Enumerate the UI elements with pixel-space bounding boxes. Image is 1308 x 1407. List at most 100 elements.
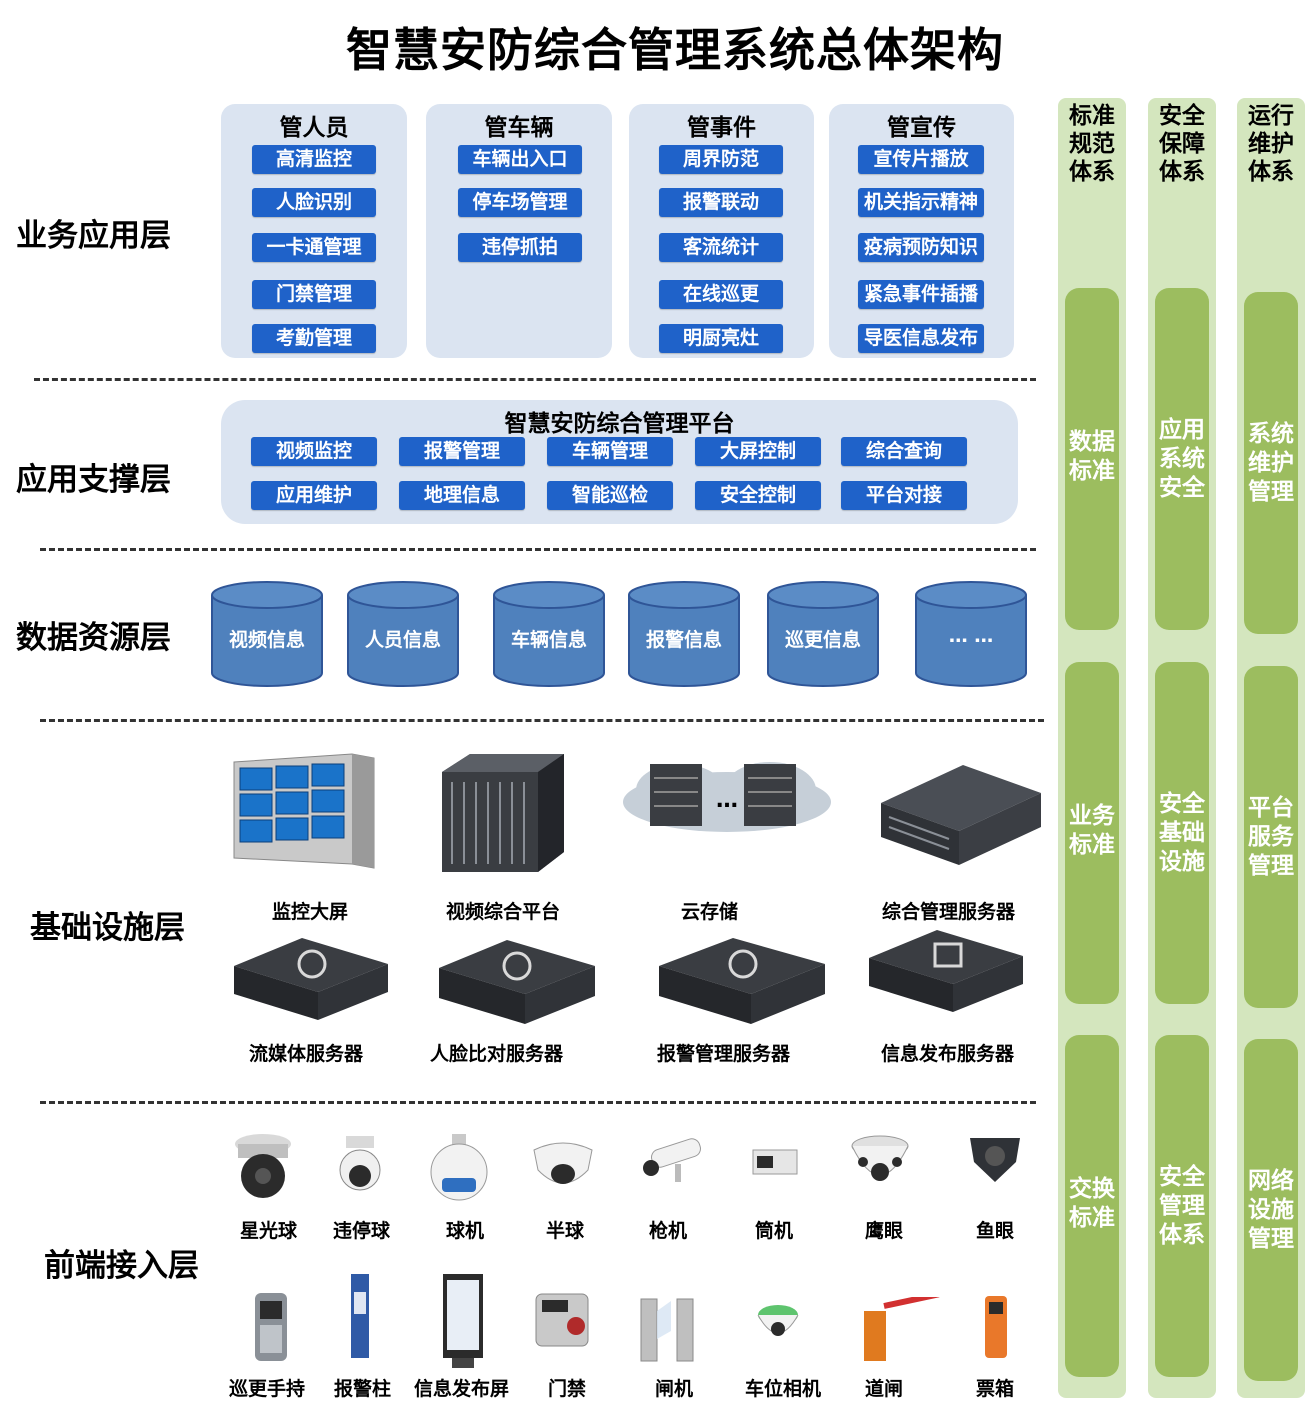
platform-chip: 大屏控制 [695, 437, 821, 466]
feature-chip: 在线巡更 [659, 280, 783, 309]
layer-label-data: 数据资源层 [16, 620, 171, 656]
feature-chip: 客流统计 [659, 233, 783, 262]
device-label: 报警管理服务器 [657, 1043, 791, 1065]
panoramic-eagle-eye-icon [851, 1135, 909, 1181]
device-label: 违停球 [333, 1220, 391, 1242]
feature-chip: 机关指示精神 [858, 188, 984, 217]
feature-chip: 考勤管理 [252, 324, 376, 353]
device-label: 信息发布屏 [414, 1378, 510, 1400]
business-group-vehicles: 管车辆 车辆出入口 停车场管理 违停抓拍 [426, 104, 612, 358]
segment-line: 标准 [1069, 458, 1115, 484]
business-group-events: 管事件 周界防范 报警联动 客流统计 在线巡更 明厨亮灶 [629, 104, 814, 358]
device-label: 门禁 [548, 1378, 587, 1400]
segment-line: 应用 [1159, 417, 1205, 443]
parking-violation-dome-icon [339, 1136, 381, 1191]
segment-line: 网络 [1248, 1168, 1294, 1194]
segment-line: 交换 [1069, 1176, 1115, 1202]
device-label: 枪机 [649, 1220, 688, 1242]
feature-chip: 车辆出入口 [458, 145, 582, 174]
column-segment: 业务 标准 [1065, 662, 1119, 1004]
feature-chip: 违停抓拍 [458, 233, 582, 262]
column-head-line: 安全 [1159, 103, 1205, 129]
column-head-line: 体系 [1159, 159, 1205, 185]
feature-chip: 高清监控 [252, 145, 376, 174]
starlight-dome-camera-icon [235, 1134, 291, 1198]
column-segment: 应用 系统 安全 [1155, 288, 1209, 630]
platform-chip: 智能巡检 [547, 481, 673, 510]
database-label: … … [948, 625, 994, 647]
face-server-icon [439, 940, 595, 1024]
segment-line: 安全 [1159, 1164, 1205, 1190]
device-label: 巡更手持 [229, 1378, 306, 1400]
segment-line: 安全 [1159, 475, 1205, 501]
page-title: 智慧安防综合管理系统总体架构 [346, 23, 1004, 77]
feature-chip: 疫病预防知识 [858, 233, 984, 262]
platform-chip: 综合查询 [841, 437, 967, 466]
feature-chip: 导医信息发布 [858, 324, 984, 353]
group-title: 管车辆 [484, 115, 554, 141]
platform-chip: 报警管理 [399, 437, 525, 466]
segment-line: 数据 [1069, 429, 1115, 455]
segment-line: 服务 [1248, 824, 1294, 850]
column-segment: 网络 设施 管理 [1244, 1039, 1298, 1381]
segment-line: 体系 [1159, 1222, 1205, 1248]
column-head-line: 体系 [1248, 159, 1294, 185]
group-title: 管宣传 [887, 115, 956, 141]
barrier-gate-icon [864, 1297, 940, 1361]
mini-dome-camera-icon [533, 1142, 593, 1184]
segment-line: 基础 [1159, 820, 1205, 846]
database-cylinder: 巡更信息 [767, 581, 879, 687]
column-segment: 安全 基础 设施 [1155, 662, 1209, 1004]
column-segment: 数据 标准 [1065, 288, 1119, 630]
platform-chip: 地理信息 [399, 481, 525, 510]
feature-chip: 宣传片播放 [858, 145, 984, 174]
separator [40, 548, 1036, 551]
feature-chip: 报警联动 [659, 188, 783, 217]
feature-chip: 明厨亮灶 [659, 324, 783, 353]
segment-line: 管理 [1248, 479, 1294, 505]
column-head-line: 标准 [1069, 103, 1115, 129]
alarm-pillar-icon [351, 1274, 369, 1358]
feature-chip: 一卡通管理 [252, 233, 376, 262]
column-head: 安全 保障 体系 [1148, 102, 1216, 186]
segment-line: 标准 [1069, 1205, 1115, 1231]
device-label: 云存储 [681, 901, 739, 923]
cloud-ellipsis: … [716, 788, 738, 813]
platform-title: 智慧安防综合管理平台 [504, 411, 735, 437]
device-label: 鹰眼 [865, 1220, 904, 1242]
ticket-box-icon [985, 1296, 1007, 1358]
segment-line: 系统 [1159, 446, 1205, 472]
platform-chip: 车辆管理 [547, 437, 673, 466]
feature-chip: 停车场管理 [458, 188, 582, 217]
segment-line: 管理 [1248, 1226, 1294, 1252]
column-segment: 安全 管理 体系 [1155, 1035, 1209, 1377]
column-head-line: 运行 [1248, 103, 1294, 129]
bullet-camera-icon [643, 1138, 701, 1182]
device-label: 综合管理服务器 [882, 901, 1016, 923]
device-label: 信息发布服务器 [881, 1043, 1015, 1065]
segment-line: 设施 [1248, 1197, 1294, 1223]
layer-label-infra: 基础设施层 [30, 910, 185, 946]
device-label: 道闸 [865, 1378, 904, 1400]
separator [34, 378, 1036, 381]
segment-line: 业务 [1069, 803, 1115, 829]
database-cylinder: … … [915, 581, 1027, 687]
device-label: 鱼眼 [976, 1220, 1015, 1242]
segment-line: 平台 [1248, 795, 1294, 821]
device-label: 星光球 [240, 1220, 298, 1242]
video-platform-icon [442, 754, 564, 872]
platform-chip: 平台对接 [841, 481, 967, 510]
database-cylinder: 车辆信息 [493, 581, 605, 687]
segment-line: 系统 [1248, 421, 1294, 447]
column-head-line: 体系 [1069, 159, 1115, 185]
column-segment: 平台 服务 管理 [1244, 666, 1298, 1008]
platform-panel: 智慧安防综合管理平台 视频监控 报警管理 车辆管理 大屏控制 综合查询 应用维护… [221, 400, 1018, 524]
cloud-storage-icon [623, 762, 831, 832]
column-segment: 交换 标准 [1065, 1035, 1119, 1377]
column-head: 运行 维护 体系 [1237, 102, 1305, 186]
device-label: 车位相机 [745, 1378, 822, 1400]
device-label: 闸机 [655, 1378, 694, 1400]
layer-label-support: 应用支撑层 [16, 462, 171, 498]
database-label: 视频信息 [228, 629, 305, 651]
layer-label-frontend: 前端接入层 [44, 1248, 199, 1284]
